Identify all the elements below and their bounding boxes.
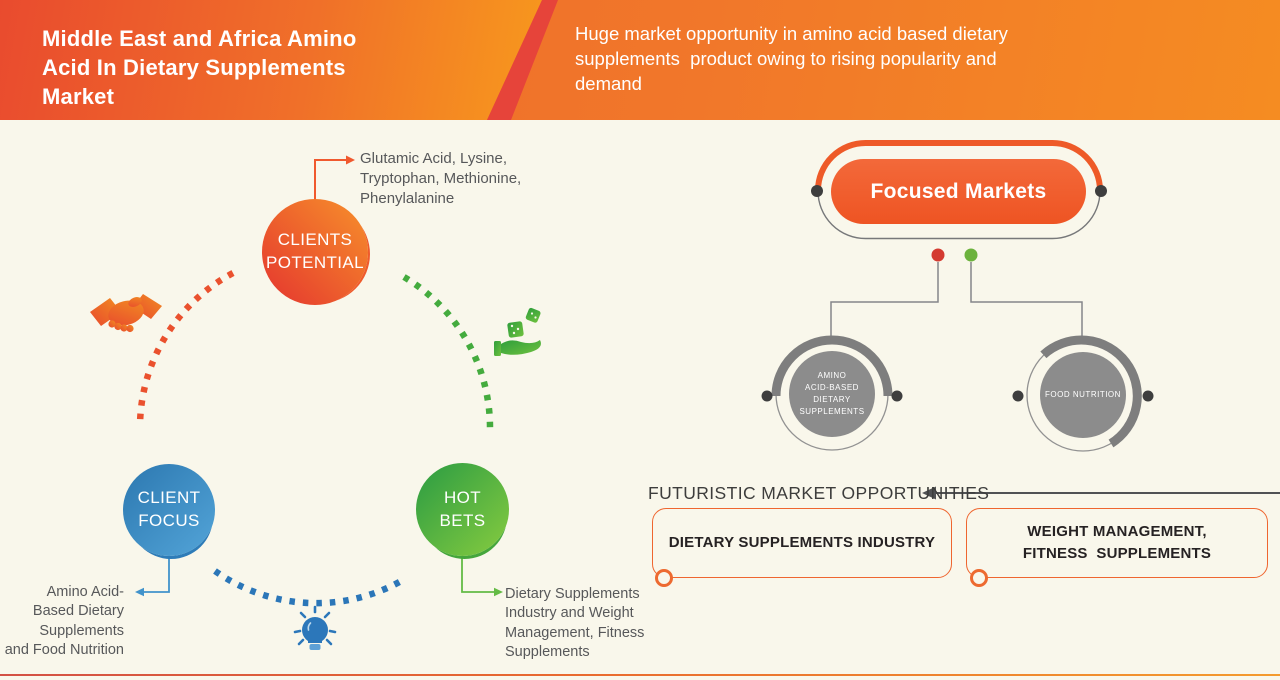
lightbulb-icon <box>293 605 337 650</box>
capsule-left-dot <box>811 185 823 197</box>
dotted-arc-blue <box>213 568 405 607</box>
branch-line-right <box>970 262 1083 337</box>
futuristic-box-weight: WEIGHT MANAGEMENT, FITNESS SUPPLEMENTS <box>966 508 1268 578</box>
market-node-amino-label: AMINO ACID-BASED DIETARY SUPPLEMENTS <box>799 371 865 416</box>
connector-clients-potential <box>314 159 346 200</box>
branch-dot-green <box>964 248 978 262</box>
hot-bets-circle: HOT BETS <box>416 463 509 556</box>
connector-hot-bets <box>461 557 494 593</box>
focused-markets-pill: Focused Markets <box>831 159 1086 224</box>
futuristic-box-dietary: DIETARY SUPPLEMENTS INDUSTRY <box>652 508 952 578</box>
dotted-arc-green <box>402 274 494 429</box>
branch-dot-red <box>931 248 945 262</box>
page-subtitle: Huge market opportunity in amino acid ba… <box>575 23 1008 94</box>
header-banner: Middle East and Africa Amino Acid In Die… <box>0 0 1280 120</box>
branch-line-left <box>830 262 939 337</box>
clients-potential-annotation: Glutamic Acid, Lysine, Tryptophan, Methi… <box>360 150 522 208</box>
arrowhead-clients-potential <box>346 155 355 165</box>
header-left-panel <box>0 0 542 120</box>
arrowhead-client-focus <box>135 587 144 597</box>
client-focus-circle: CLIENT FOCUS <box>123 464 215 556</box>
futuristic-heading: FUTURISTIC MARKET OPPORTUNITIES <box>648 483 990 503</box>
capsule-right-dot <box>1095 185 1107 197</box>
hand-with-dice-icon <box>494 307 541 356</box>
clients-potential-circle: CLIENTS POTENTIAL <box>262 199 368 305</box>
hot-bets-annotation: Dietary Supplements Industry and Weight … <box>505 586 645 661</box>
arrowhead-hot-bets <box>494 587 503 597</box>
connector-client-focus <box>144 556 170 593</box>
dotted-arc-orange <box>136 270 235 426</box>
bottom-divider <box>0 674 1280 677</box>
futuristic-box-ring-2 <box>970 569 988 587</box>
futuristic-box-ring-1 <box>655 569 673 587</box>
handshake-icon <box>90 294 162 333</box>
client-focus-annotation: Amino Acid- Based Dietary Supplements an… <box>4 584 124 659</box>
page-title: Middle East and Africa Amino Acid In Die… <box>42 26 357 110</box>
market-node-food-label: FOOD NUTRITION <box>1045 390 1121 399</box>
